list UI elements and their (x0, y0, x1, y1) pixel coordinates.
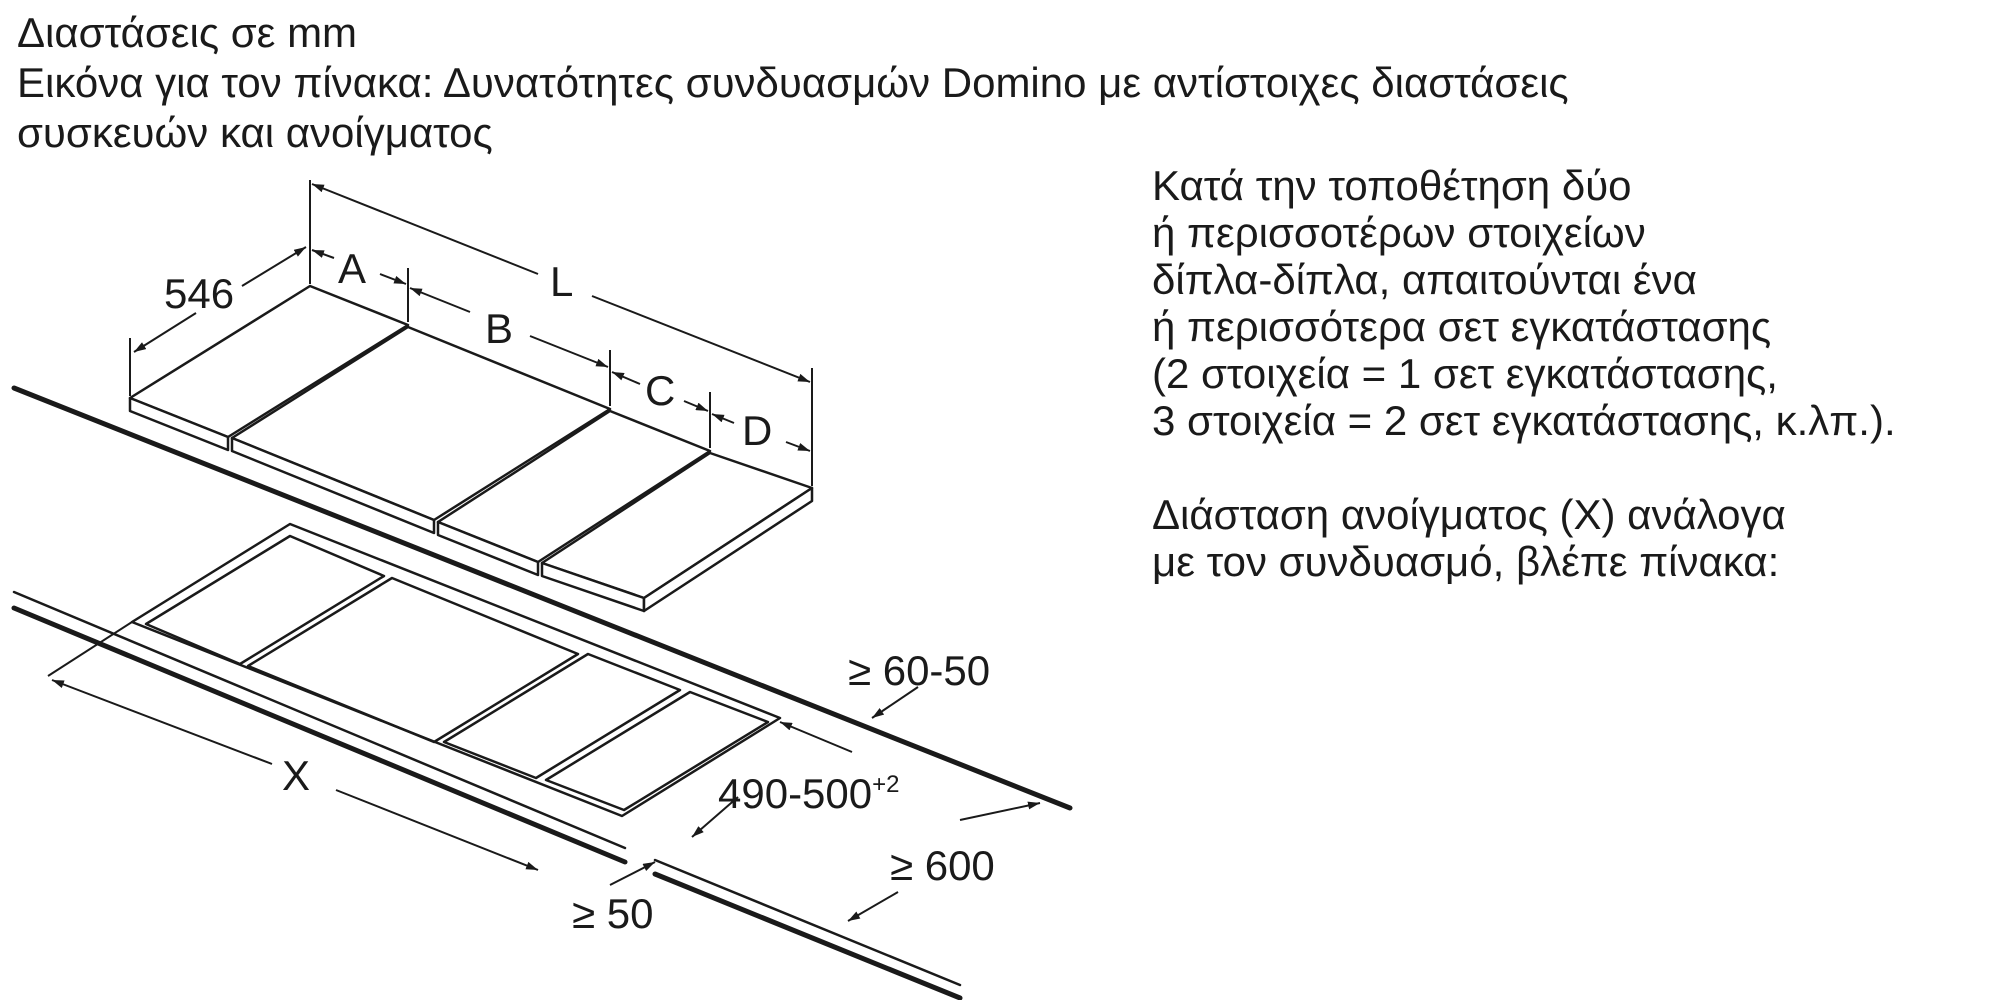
dim-b-line-2 (529, 335, 609, 368)
note-line: ή περισσοτέρων στοιχείων (1152, 209, 1646, 256)
dim-cutout-depth-line-1 (779, 721, 853, 753)
label-cutout-depth-value: 490-500 (718, 770, 872, 817)
cutout-section-a (144, 534, 386, 666)
note-line: δίπλα-δίπλα, απαιτούνται ένα (1152, 256, 1697, 303)
module-c (436, 409, 712, 577)
worktop-front-edge-bottom (11, 605, 628, 865)
cooktop-modules (128, 284, 814, 613)
module-a (128, 284, 410, 452)
worktop-lines (11, 385, 1073, 1000)
header: Διαστάσεις σε mm Εικόνα για τον πίνακα: … (17, 8, 1569, 158)
dim-front-clearance-line (609, 861, 656, 886)
note-line: με τον συνδυασμό, βλέπε πίνακα: (1152, 538, 1780, 585)
worktop-front-edge-bottom-2 (652, 871, 963, 1000)
worktop-front-edge-top-2 (653, 858, 962, 987)
dim-b-line-1 (409, 287, 471, 313)
dim-x-line-2 (335, 789, 539, 871)
cutout-frames (130, 522, 782, 818)
cutout-section-c (442, 652, 682, 780)
dim-d-line-1 (711, 413, 735, 424)
dim-d-line-2 (785, 441, 811, 452)
dim-l-line-2 (591, 295, 811, 383)
dim-a-line-1 (311, 249, 335, 259)
label-b: B (485, 305, 513, 352)
dimension-labels: 546 A B C D L X ≥ 60-50 490-500+2 ≥ 600 … (164, 245, 995, 937)
label-depth: 546 (164, 270, 234, 317)
dim-546-line-2 (241, 246, 307, 287)
cutout-section-b (246, 576, 580, 744)
note-line: ή περισσότερα σετ εγκατάστασης (1152, 303, 1772, 350)
note-line: 3 στοιχεία = 2 σετ εγκατάστασης, κ.λπ.). (1152, 397, 1896, 444)
note-line: Κατά την τοποθέτηση δύο (1152, 162, 1632, 209)
dim-rear-clearance-line (871, 686, 919, 719)
label-rear-clearance: ≥ 60-50 (848, 647, 990, 694)
label-cutout-depth: 490-500+2 (718, 770, 900, 817)
label-d: D (742, 407, 772, 454)
label-a: A (338, 245, 366, 292)
label-x: X (282, 752, 310, 799)
module-d (540, 451, 814, 613)
note-line: (2 στοιχεία = 1 σετ εγκατάστασης, (1152, 350, 1778, 397)
dim-worktop-depth-line-2 (847, 891, 899, 922)
dimension-lines (47, 180, 1041, 922)
worktop-back-edge (11, 385, 1073, 811)
header-caption-line-2: συσκευών και ανοίγματος (17, 109, 493, 156)
dim-c-line-1 (611, 371, 641, 385)
worktop-front-edge-top (12, 590, 627, 850)
module-b (230, 325, 612, 535)
dim-x-line-1 (51, 679, 273, 765)
label-worktop-depth: ≥ 600 (890, 842, 995, 889)
label-c: C (645, 367, 675, 414)
cutout-outer-frame (130, 522, 782, 818)
dim-cutout-depth-line-2 (691, 796, 739, 838)
label-l: L (550, 258, 573, 305)
label-cutout-depth-tolerance: +2 (872, 771, 899, 798)
cutout-section-d (544, 690, 770, 812)
label-front-clearance: ≥ 50 (572, 890, 653, 937)
dim-a-line-2 (379, 273, 407, 285)
dim-l-line-1 (311, 183, 539, 275)
note-line: Διάσταση ανοίγματος (X) ανάλογα (1152, 491, 1786, 538)
dim-c-line-2 (683, 400, 709, 412)
dim-worktop-depth-line-1 (959, 801, 1041, 821)
header-caption-line: Εικόνα για τον πίνακα: Δυνατότητες συνδυ… (17, 59, 1569, 106)
header-units-line: Διαστάσεις σε mm (17, 9, 358, 56)
installation-note: Κατά την τοποθέτηση δύο ή περισσοτέρων σ… (1152, 162, 1896, 585)
dim-546-line-1 (133, 312, 197, 353)
